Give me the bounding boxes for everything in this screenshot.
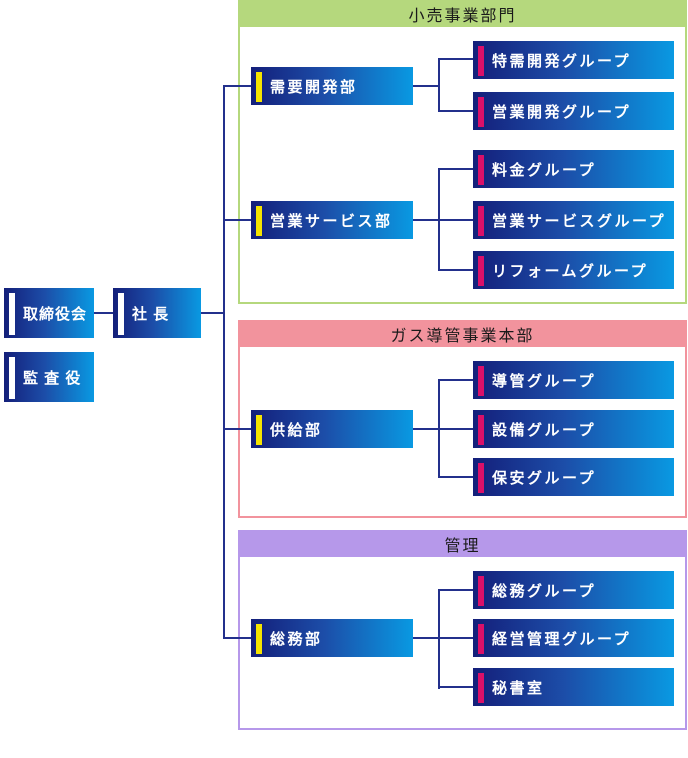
group-box-facilities: 設備グループ xyxy=(473,410,674,448)
connector-line xyxy=(438,589,440,689)
group-box-general-affairs: 総務グループ xyxy=(473,571,674,609)
section-gas-title: ガス導管事業本部 xyxy=(238,320,687,347)
auditor-box: 監 査 役 xyxy=(4,352,94,402)
connector-line xyxy=(438,379,440,478)
accent-bar xyxy=(9,293,15,335)
accent-bar xyxy=(256,624,262,654)
group-box-reform: リフォームグループ xyxy=(473,251,674,289)
connector-trunk-line xyxy=(223,85,225,639)
group-label: 設備グループ xyxy=(492,421,597,439)
connector-line xyxy=(200,312,225,314)
board-of-directors-label: 取締役会 xyxy=(23,305,88,323)
group-label: 秘書室 xyxy=(492,679,545,697)
connector-line xyxy=(412,428,473,430)
accent-bar xyxy=(478,673,484,703)
group-label: 料金グループ xyxy=(492,161,597,179)
connector-line xyxy=(439,58,473,60)
group-box-special-demand-dev: 特需開発グループ xyxy=(473,41,674,79)
group-label: 営業サービスグループ xyxy=(492,212,667,230)
group-label: 総務グループ xyxy=(492,582,597,600)
connector-line xyxy=(224,428,251,430)
section-retail-title: 小売事業部門 xyxy=(238,0,687,27)
group-label: リフォームグループ xyxy=(492,262,649,280)
connector-line xyxy=(224,85,251,87)
group-box-pipeline: 導管グループ xyxy=(473,361,674,399)
president-box: 社 長 xyxy=(113,288,201,338)
group-box-corporate-management: 経営管理グループ xyxy=(473,619,674,657)
accent-bar xyxy=(9,357,15,399)
accent-bar xyxy=(478,624,484,654)
connector-line xyxy=(439,686,473,688)
connector-line xyxy=(439,589,473,591)
group-label: 経営管理グループ xyxy=(492,630,632,648)
group-label: 保安グループ xyxy=(492,469,597,487)
connector-line xyxy=(93,312,113,314)
department-box-general-affairs: 総務部 xyxy=(251,619,413,657)
accent-bar xyxy=(118,293,124,335)
department-label: 供給部 xyxy=(270,421,323,439)
connector-line xyxy=(439,379,473,381)
department-label: 営業サービス部 xyxy=(270,212,393,230)
department-box-demand-development: 需要開発部 xyxy=(251,67,413,105)
connector-line xyxy=(224,219,251,221)
accent-bar xyxy=(478,46,484,76)
accent-bar xyxy=(478,463,484,493)
department-box-supply: 供給部 xyxy=(251,410,413,448)
board-of-directors-box: 取締役会 xyxy=(4,288,94,338)
group-box-sales-service: 営業サービスグループ xyxy=(473,201,674,239)
accent-bar xyxy=(478,366,484,396)
group-box-billing: 料金グループ xyxy=(473,150,674,188)
accent-bar xyxy=(256,72,262,102)
department-box-sales-service: 営業サービス部 xyxy=(251,201,413,239)
accent-bar xyxy=(478,415,484,445)
section-admin-title: 管理 xyxy=(238,530,687,557)
connector-line xyxy=(224,637,251,639)
department-label: 総務部 xyxy=(270,630,323,648)
group-label: 営業開発グループ xyxy=(492,103,632,121)
accent-bar xyxy=(478,256,484,286)
connector-line xyxy=(439,476,473,478)
connector-line xyxy=(438,168,440,271)
accent-bar xyxy=(478,155,484,185)
accent-bar xyxy=(478,576,484,606)
group-box-secretariat: 秘書室 xyxy=(473,668,674,706)
accent-bar xyxy=(478,97,484,127)
connector-line xyxy=(412,85,440,87)
accent-bar xyxy=(256,415,262,445)
department-label: 需要開発部 xyxy=(270,78,358,96)
connector-line xyxy=(439,110,473,112)
president-label: 社 長 xyxy=(132,305,170,323)
accent-bar xyxy=(256,206,262,236)
group-label: 導管グループ xyxy=(492,372,597,390)
connector-line xyxy=(439,269,473,271)
connector-line xyxy=(439,168,473,170)
group-box-sales-dev: 営業開発グループ xyxy=(473,92,674,130)
connector-line xyxy=(412,637,473,639)
connector-line xyxy=(438,58,440,112)
group-label: 特需開発グループ xyxy=(492,52,632,70)
auditor-label: 監 査 役 xyxy=(23,369,82,387)
group-box-safety: 保安グループ xyxy=(473,458,674,496)
connector-line xyxy=(412,219,473,221)
accent-bar xyxy=(478,206,484,236)
